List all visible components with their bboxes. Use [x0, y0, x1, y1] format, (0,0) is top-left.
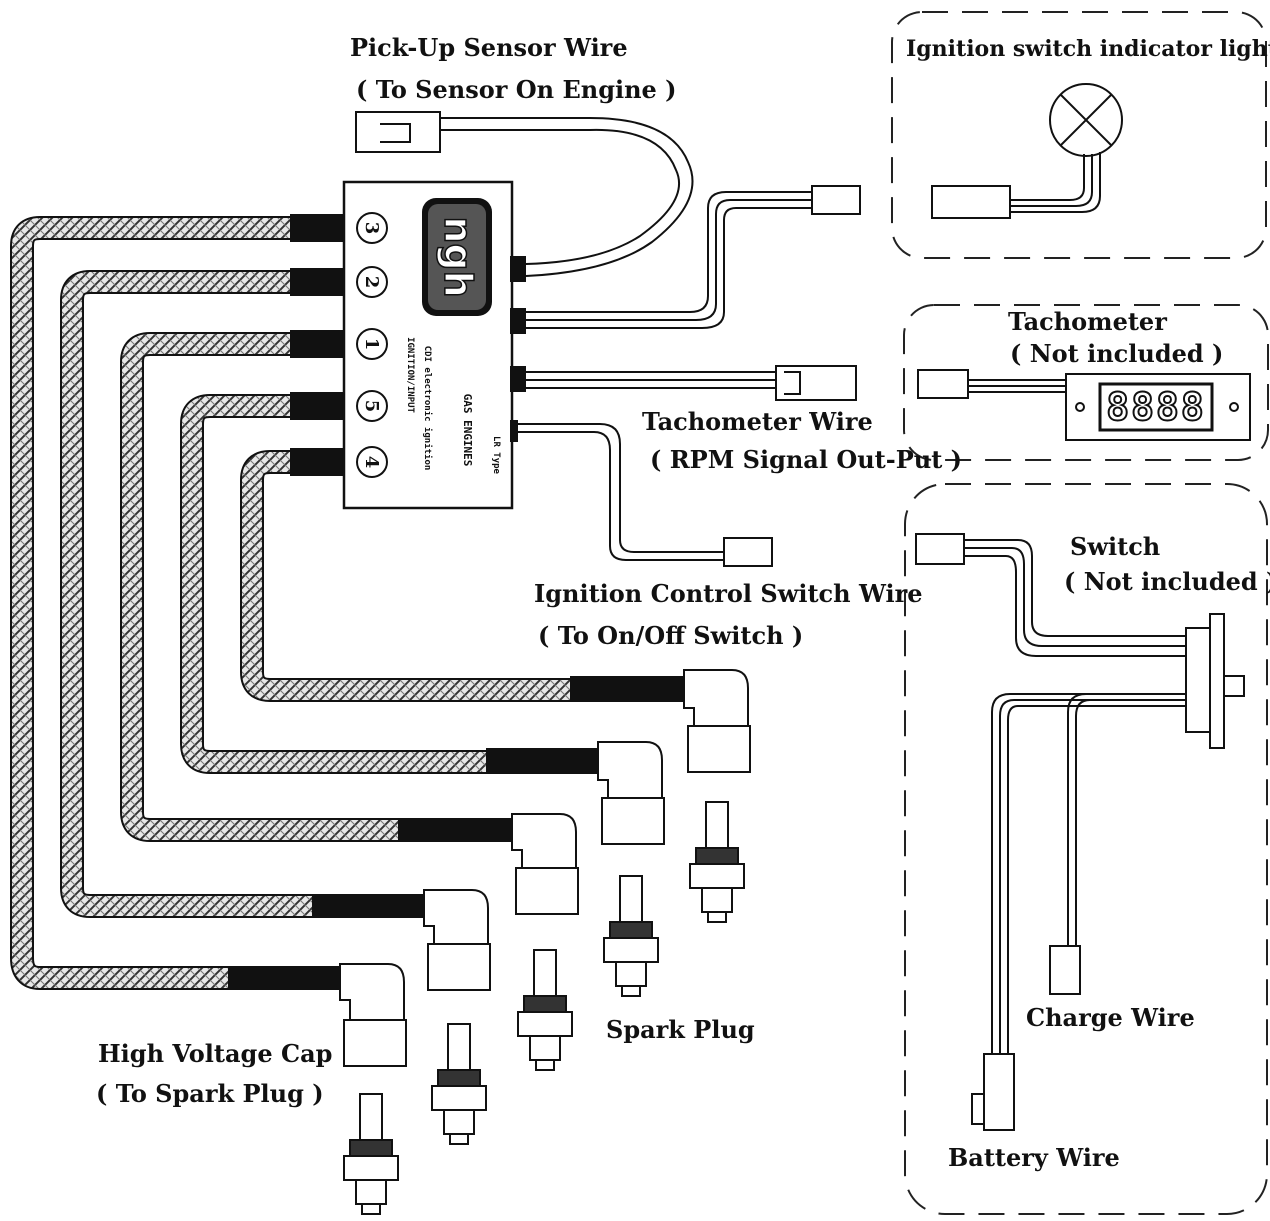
logo-text: ngh	[436, 216, 480, 297]
spark-plug-4	[603, 875, 659, 997]
spark-plugs	[343, 801, 745, 1215]
spark-plug-2	[431, 1023, 487, 1145]
module-line1: GAS ENGINES	[461, 394, 474, 467]
tachometer-panel	[903, 304, 1269, 461]
port-label-5: 5	[361, 400, 382, 413]
tachometer-title: Tachometer	[1008, 307, 1167, 336]
indicator-light-panel	[891, 11, 1267, 259]
ht-lead-5	[180, 394, 488, 774]
module-line2: CDI electronic ignition	[422, 346, 433, 471]
hv-cap-1	[228, 963, 407, 1067]
tachometer: 8888	[917, 369, 1251, 441]
port-label-1: 1	[361, 338, 382, 351]
spark-plug-label: Spark Plug	[606, 1015, 755, 1044]
pickup-sensor-title: Pick-Up Sensor Wire	[350, 33, 628, 62]
port-label-2: 2	[361, 276, 382, 289]
spark-plug-3	[517, 949, 573, 1071]
cdi-module: 3 2 1 5 4 ngh GAS ENGINES CDI electronic…	[342, 180, 526, 510]
hv-cap-4	[486, 741, 665, 845]
hv-cap-3	[398, 813, 579, 915]
ignition-control-subtitle: ( To On/Off Switch )	[538, 621, 804, 650]
tachometer-wire	[526, 365, 857, 401]
switch-panel	[904, 483, 1268, 1215]
ngh-logo: ngh	[422, 198, 492, 316]
switch-wiring	[915, 533, 1245, 1131]
switch-subtitle: ( Not included )	[1064, 567, 1270, 596]
indicator-light-title: Ignition switch indicator light	[906, 36, 1270, 62]
spark-plug-5	[689, 801, 745, 923]
charge-wire-label: Charge Wire	[1026, 1003, 1195, 1032]
ht-lead-3	[10, 216, 295, 990]
hv-cap-subtitle: ( To Spark Plug )	[96, 1079, 324, 1108]
hv-cap-title: High Voltage Cap	[98, 1039, 333, 1068]
tachometer-wire-title: Tachometer Wire	[642, 407, 873, 436]
tachometer-display: 8888	[1106, 385, 1206, 429]
pickup-sensor-wire	[355, 111, 694, 277]
ht-lead-1	[120, 332, 400, 842]
module-boots	[290, 214, 346, 476]
port-circles	[356, 212, 388, 478]
port-label-3: 3	[361, 222, 382, 235]
module-line4: LR Type	[491, 436, 501, 475]
ht-lead-4	[240, 450, 572, 702]
ignition-control-title: Ignition Control Switch Wire	[534, 579, 923, 608]
module-line3: IGNITION/INPUT	[405, 337, 415, 413]
ignition-control-switch-wire	[518, 423, 773, 567]
indicator-light-wire	[526, 185, 861, 329]
battery-wire-label: Battery Wire	[948, 1143, 1120, 1172]
port-label-4: 4	[361, 456, 382, 469]
pickup-sensor-subtitle: ( To Sensor On Engine )	[356, 75, 677, 104]
indicator-light	[931, 83, 1123, 219]
spark-plug-1	[343, 1093, 399, 1215]
ht-lead-2	[60, 270, 315, 918]
hv-cap-2	[312, 889, 491, 991]
tachometer-subtitle: ( Not included )	[1010, 339, 1224, 368]
hv-cap-5	[570, 669, 751, 773]
tachometer-wire-subtitle: ( RPM Signal Out-Put )	[650, 445, 963, 474]
switch-title: Switch	[1070, 532, 1161, 561]
